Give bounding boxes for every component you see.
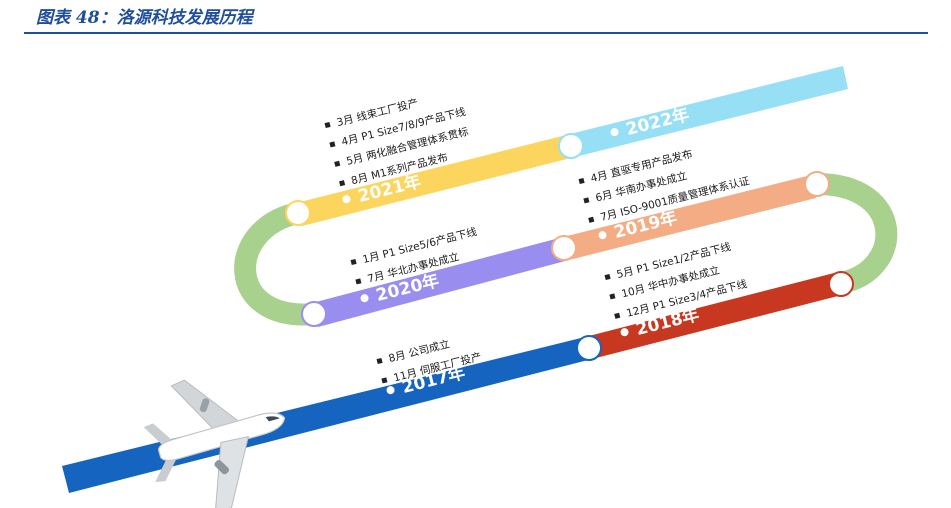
junction-node (285, 200, 311, 226)
ribbon-2017 (62, 337, 592, 493)
figure-caption: 图表 48：洛源科技发展历程 (36, 8, 253, 28)
ribbon-2019 (563, 175, 816, 260)
airplane-icon (143, 379, 286, 508)
junction-node (828, 271, 854, 297)
junction-node (558, 133, 584, 159)
junction-node (804, 171, 830, 197)
ribbon-2022 (570, 66, 848, 157)
ribbon-2018 (585, 273, 838, 359)
ribbon-2020 (312, 237, 569, 327)
caption-rule (24, 32, 928, 34)
junction-node (551, 235, 577, 261)
timeline-curve-right (816, 173, 898, 294)
ribbon-2021 (296, 134, 575, 226)
junction-node (301, 301, 327, 327)
timeline-curve-left (234, 202, 315, 326)
junction-node (576, 335, 602, 361)
